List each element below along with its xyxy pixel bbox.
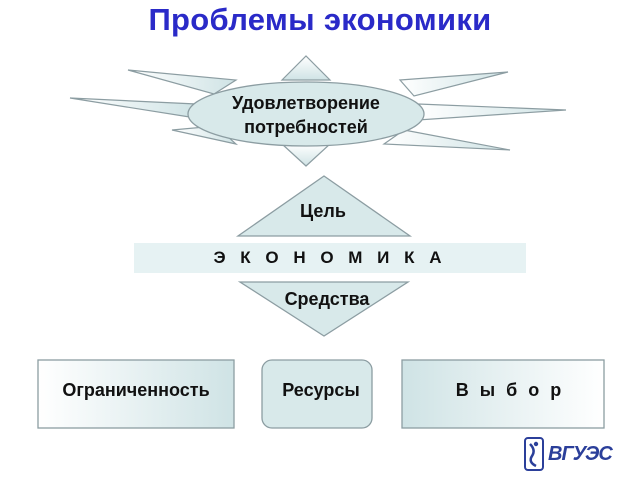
ray-top (280, 55, 332, 81)
logo-text: ВГУЭС (548, 443, 613, 465)
limitation-label: Ограниченность (62, 379, 210, 400)
economy-band (134, 243, 526, 273)
resources-box (261, 359, 373, 429)
ray-right (417, 103, 567, 121)
economy-label: Э К О Н О М И К А (213, 248, 447, 267)
university-logo-icon (524, 437, 544, 471)
satisfaction-ellipse (187, 81, 425, 147)
limitation-box (37, 359, 235, 429)
goal-triangle (235, 175, 413, 237)
ray-bottom (280, 143, 332, 167)
ray-left (69, 97, 197, 119)
means-label: Средства (284, 288, 370, 309)
means-triangle (237, 281, 411, 337)
ray-top-left (127, 69, 238, 95)
satisfaction-label: Удовлетворение потребностей (232, 93, 380, 137)
ray-top-right (398, 71, 509, 97)
resources-label: Ресурсы (282, 379, 360, 400)
ray-bottom-right (382, 129, 511, 151)
page-title: Проблемы экономики (148, 2, 492, 37)
choice-box (401, 359, 605, 429)
goal-label: Цель (300, 200, 346, 221)
choice-label: В ы б о р (455, 379, 565, 400)
